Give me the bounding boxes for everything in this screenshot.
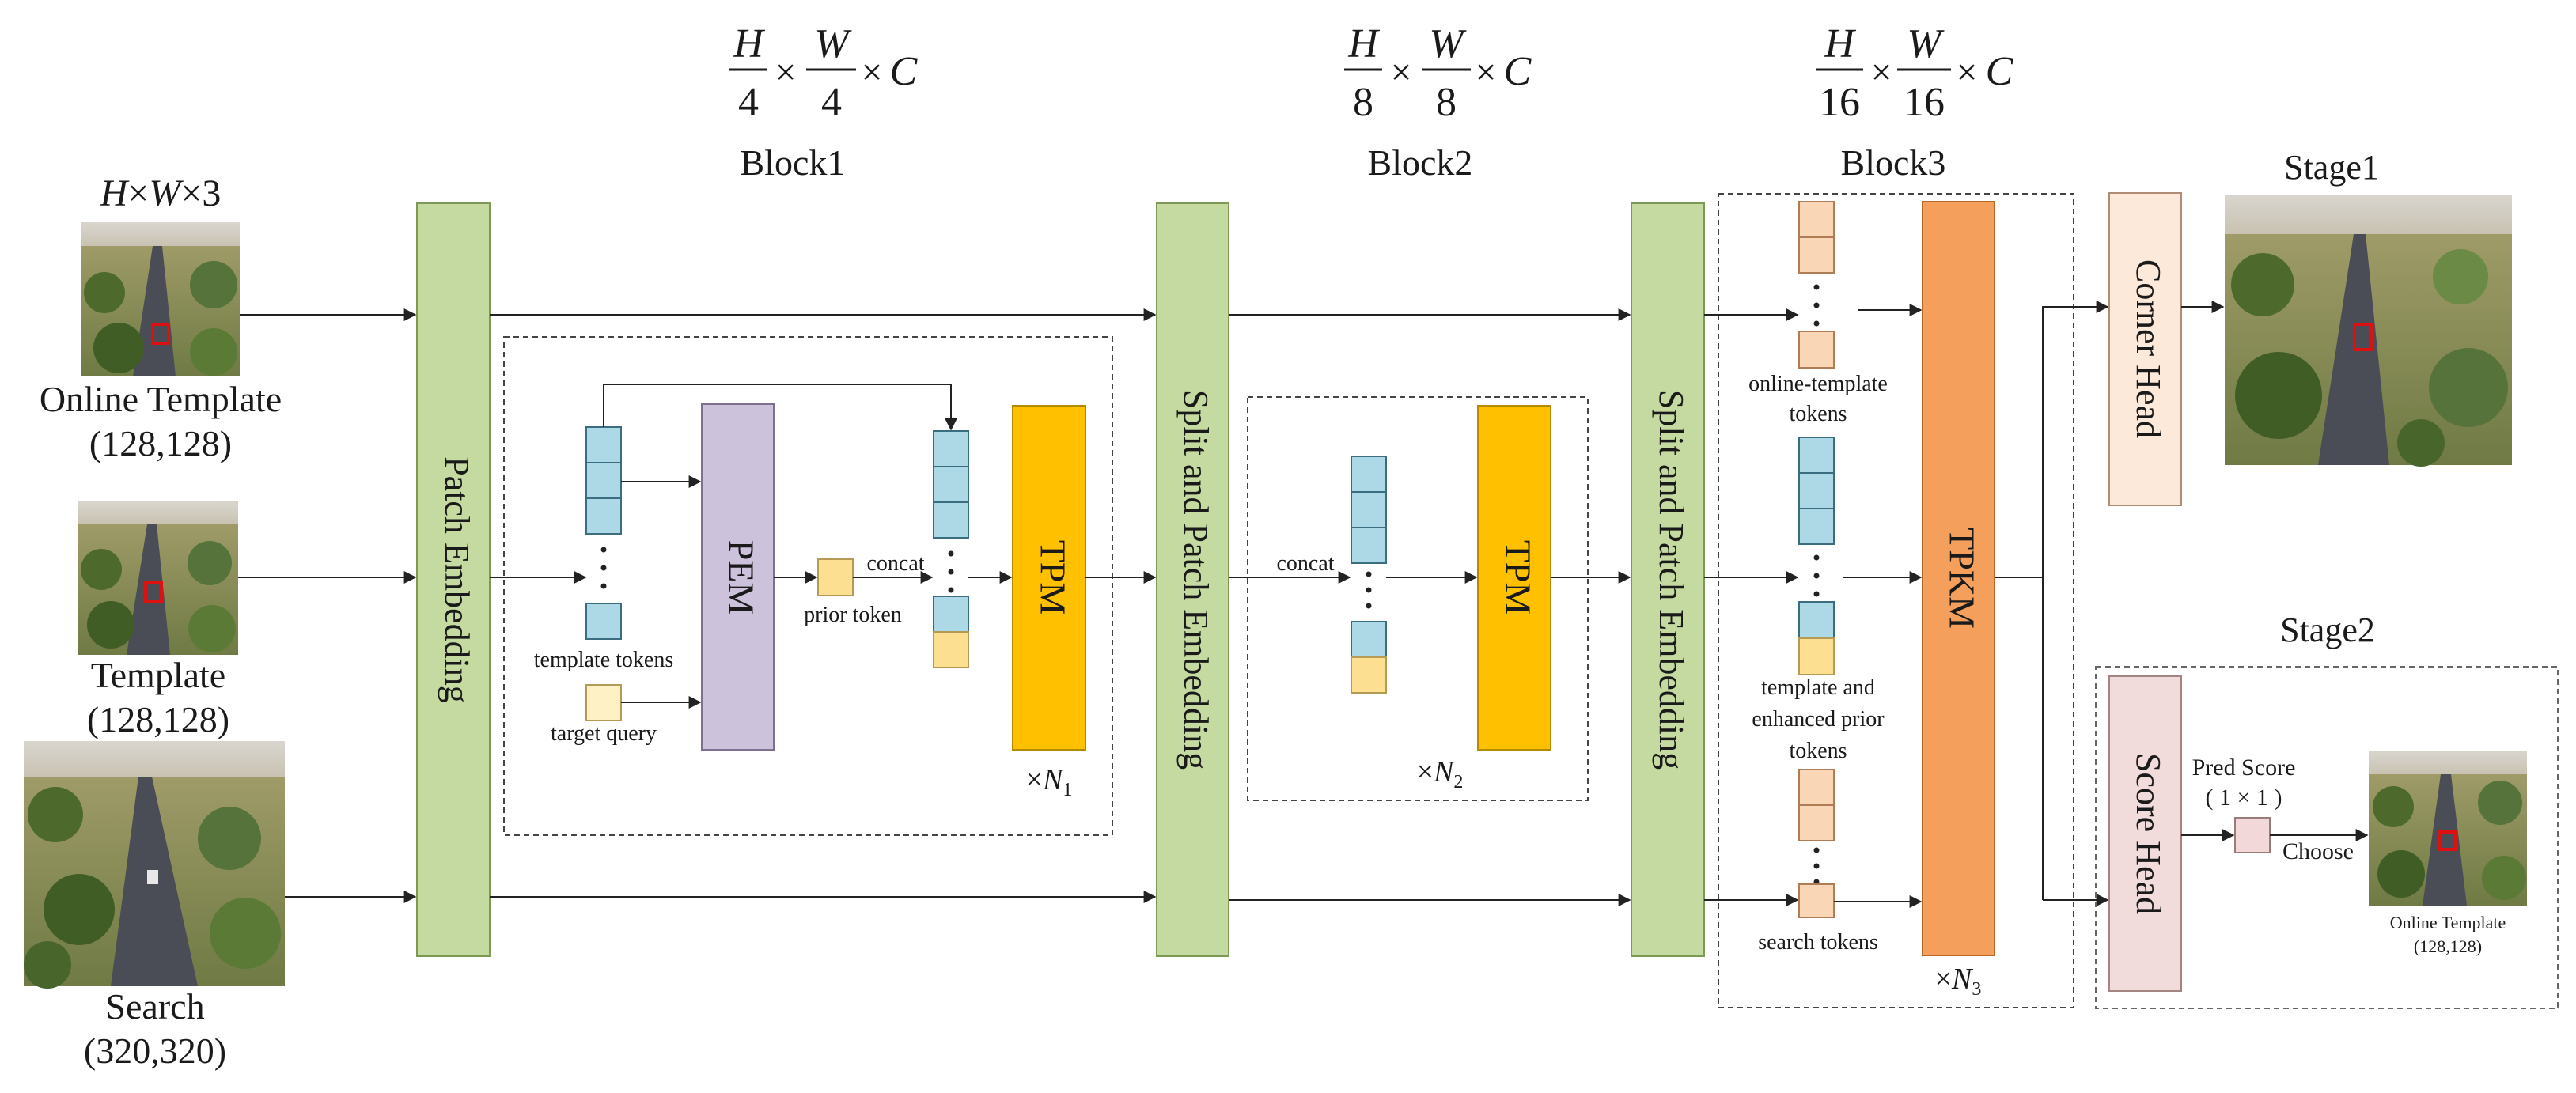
target-bbox <box>144 581 163 603</box>
template-enhanced-prior-tokens-stack <box>1798 437 1835 675</box>
target-query-token <box>585 684 622 721</box>
concatenated-tokens-stack-block2 <box>1351 456 1387 694</box>
corner-head-module <box>2108 192 2182 506</box>
stage2-online-template-label: Online Template <box>2390 913 2506 932</box>
online-template-tokens-label: online-template <box>1748 372 1888 396</box>
dim-denominator: 4 <box>821 80 842 125</box>
tpkm-module <box>1922 201 1995 956</box>
repeat-n3-label: ×N3 <box>1935 963 1982 1000</box>
choose-label: Choose <box>2282 838 2354 864</box>
search-image <box>24 741 285 989</box>
dim-numerator: H <box>733 21 765 66</box>
online-template-size: (128,128) <box>89 423 232 463</box>
target-bbox <box>2353 323 2373 351</box>
dim-numerator: W <box>1429 21 1467 66</box>
dim-denominator: 8 <box>1436 80 1457 125</box>
search-tokens-stack <box>1798 769 1835 918</box>
dim-times: × <box>775 51 796 93</box>
template-size: (128,128) <box>87 699 229 739</box>
stage2-container <box>2095 666 2559 1009</box>
search-label: Search <box>105 986 204 1027</box>
dim-times: × <box>1475 51 1496 93</box>
pred-score-dim-label: ( 1 × 1 ) <box>2206 785 2282 811</box>
template-label: Template <box>91 655 225 695</box>
concat-label: concat <box>1276 551 1334 576</box>
block1-container <box>503 336 1113 836</box>
dim-denominator: 16 <box>1819 80 1860 125</box>
score-head-label: Score Head <box>2129 753 2168 914</box>
patch-embedding-label: Patch Embedding <box>438 456 476 703</box>
online-template-image <box>81 222 240 376</box>
split-patch-embedding-module-2 <box>1631 202 1705 957</box>
score-head-module <box>2108 675 2182 992</box>
template-enhanced-prior-tokens-label-2: enhanced prior <box>1752 707 1885 732</box>
template-image <box>78 501 238 655</box>
block3-title: Block3 <box>1841 142 1946 183</box>
pem-module <box>701 403 775 751</box>
block1-title: Block1 <box>741 142 846 183</box>
dim-times: × <box>1956 51 1977 93</box>
prior-token-label: prior token <box>804 603 902 627</box>
online-template-tokens-stack <box>1798 201 1835 369</box>
block3-container <box>1718 193 2074 1008</box>
repeat-n2-label: ×N2 <box>1417 755 1464 792</box>
concatenated-tokens-stack <box>933 430 969 668</box>
block2-title: Block2 <box>1368 142 1473 183</box>
dim-channels: C <box>1986 49 2014 94</box>
patch-embedding-module <box>416 202 491 957</box>
split-patch-embedding-label: Split and Patch Embedding <box>1176 390 1215 770</box>
pred-score-label: Pred Score <box>2192 755 2296 781</box>
dim-denominator: 16 <box>1904 80 1945 125</box>
block3-dimension-formula: H 16 × W 16 × C <box>1816 21 2014 125</box>
stage2-title: Stage2 <box>2280 611 2375 649</box>
corner-head-label: Corner Head <box>2129 259 2168 438</box>
dim-numerator: H <box>1824 21 1856 66</box>
split-patch-embedding-module-1 <box>1156 202 1229 957</box>
repeat-n1-label: ×N1 <box>1026 763 1073 800</box>
online-template-tokens-label-2: tokens <box>1789 402 1847 426</box>
block2-container <box>1247 396 1589 801</box>
online-template-label: Online Template <box>40 379 282 419</box>
dim-times: × <box>861 51 882 93</box>
concat-label: concat <box>866 551 924 576</box>
target-bbox <box>151 323 170 345</box>
dim-denominator: 8 <box>1353 80 1373 125</box>
prior-token <box>817 558 854 596</box>
stage1-title: Stage1 <box>2284 148 2379 187</box>
template-tokens-stack <box>585 426 622 640</box>
dim-times: × <box>1870 51 1892 93</box>
search-size: (320,320) <box>84 1031 226 1071</box>
dim-times: × <box>1390 51 1411 93</box>
pem-label: PEM <box>721 540 761 615</box>
input-dims-label: H×W×3 <box>100 172 222 214</box>
pred-score-box <box>2234 817 2271 853</box>
block1-dimension-formula: H 4 × W 4 × C <box>729 21 919 125</box>
dim-channels: C <box>1504 49 1532 94</box>
dim-numerator: W <box>1907 21 1945 66</box>
dim-numerator: W <box>814 21 852 66</box>
skip-connection-arrow <box>603 384 957 431</box>
arrow-to-corner-head <box>2042 301 2109 900</box>
template-enhanced-prior-tokens-label: template and <box>1761 675 1875 700</box>
tpm-label: TPM <box>1498 540 1538 615</box>
template-tokens-label: template tokens <box>534 648 674 672</box>
stage1-result-image <box>2225 195 2512 467</box>
dim-denominator: 4 <box>738 80 759 125</box>
tpm-module-block2 <box>1477 405 1551 751</box>
target-query-label: target query <box>551 721 657 746</box>
target-bbox <box>2438 830 2457 851</box>
tpkm-label: TPKM <box>1941 528 1982 629</box>
search-tokens-label: search tokens <box>1758 930 1878 955</box>
block2-dimension-formula: H 8 × W 8 × C <box>1344 21 1532 125</box>
stage2-online-template-image <box>2369 751 2527 906</box>
split-patch-embedding-label: Split and Patch Embedding <box>1652 390 1691 770</box>
dim-numerator: H <box>1347 21 1380 66</box>
dim-channels: C <box>890 49 919 94</box>
tpm-label: TPM <box>1032 540 1073 615</box>
stage2-online-template-size: (128,128) <box>2414 936 2482 956</box>
template-enhanced-prior-tokens-label-3: tokens <box>1789 739 1847 763</box>
